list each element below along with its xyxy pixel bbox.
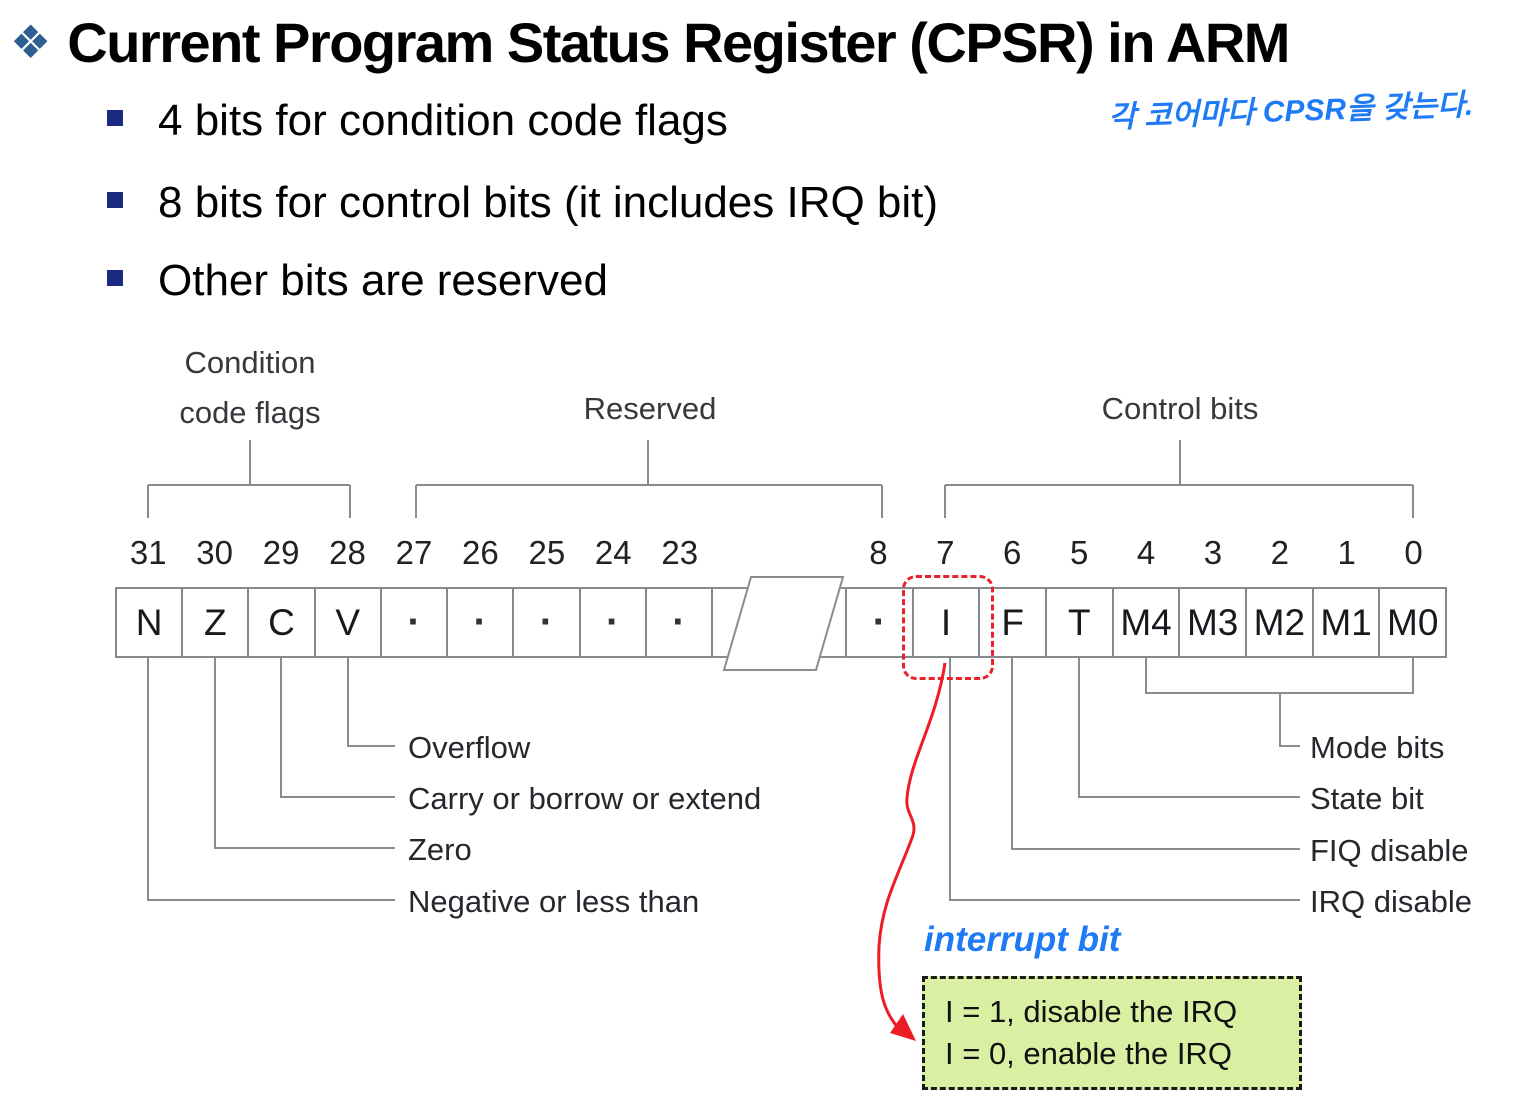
irq-callout-box: I = 1, disable the IRQ I = 0, enable the… [922,976,1302,1090]
label-reserved: Reserved [583,391,717,426]
label-mode-bits: Mode bits [1310,730,1445,765]
square-bullet-icon [107,110,123,126]
bit-number: 28 [329,534,366,571]
label-zero: Zero [408,832,472,867]
register-break-icon [722,576,845,671]
bit-number: 0 [1404,534,1423,571]
bit-number: 30 [196,534,234,571]
title-row: ❖ Current Program Status Register (CPSR)… [10,10,1525,74]
register-cell: · [512,587,581,658]
register-cell: Z [181,587,250,658]
square-bullet-icon [107,192,123,208]
bit-number: 5 [1069,534,1089,571]
bit-number: 4 [1136,534,1156,571]
bullet-item-1: 4 bits for condition code flags [107,96,728,146]
register-cell: · [578,587,647,658]
handwritten-core-note: 각 코어마다 CPSR을 갖는다. [1107,88,1474,135]
register-cell: M0 [1378,587,1448,658]
i-bit-highlight [902,575,994,680]
handwritten-interrupt-note: interrupt bit [924,920,1121,959]
register-cell: M1 [1311,587,1381,658]
bullet-item-3: Other bits are reserved [107,256,608,306]
register-cell: N [115,587,184,658]
bit-number: 3 [1203,534,1223,571]
page-title: Current Program Status Register (CPSR) i… [67,10,1290,74]
label-control-bits: Control bits [1101,391,1259,426]
register-cell: M2 [1245,587,1314,658]
register-cell: · [446,587,515,658]
label-overflow: Overflow [408,730,531,765]
label-fiq-disable: FIQ disable [1310,833,1469,868]
label-negative: Negative or less than [408,884,700,919]
bit-numbers-right: 8 7 6 5 4 3 2 1 0 [845,534,1447,571]
bit-number: 7 [936,534,955,571]
bullet-text: 8 bits for control bits (it includes IRQ… [158,178,939,227]
label-irq-disable: IRQ disable [1310,884,1472,919]
label-carry: Carry or borrow or extend [408,781,762,816]
bullet-item-2: 8 bits for control bits (it includes IRQ… [107,178,938,228]
bit-numbers-left: 31 30 29 28 27 26 25 24 23 [115,534,713,571]
bullet-text: Other bits are reserved [158,256,608,305]
bit-number: 26 [462,534,499,571]
register-cell: · [379,587,449,658]
label-state-bit: State bit [1310,781,1424,816]
bit-number: 2 [1270,534,1289,571]
label-condition-code-flags: Condition code flags [179,345,321,430]
bit-number: 31 [129,534,167,571]
register-cell: M4 [1111,587,1181,658]
register-cell: · [644,587,713,658]
irq-callout-line: I = 1, disable the IRQ [945,994,1238,1029]
irq-callout-line: I = 0, enable the IRQ [945,1036,1232,1071]
bit-number: 29 [262,534,300,571]
bit-number: 8 [869,534,888,571]
bullet-text: 4 bits for condition code flags [158,96,728,145]
square-bullet-icon [107,270,123,286]
bit-number: 23 [661,534,699,571]
bit-number: 24 [594,534,632,571]
diamond-bullet-icon: ❖ [10,16,52,68]
register-cell: V [313,587,382,658]
bit-number: 27 [395,534,433,571]
register-cell: M3 [1178,587,1248,658]
register-cell: T [1045,587,1114,658]
bit-number: 6 [1003,534,1022,571]
bit-number: 25 [528,534,566,571]
register-cell: C [247,587,316,658]
bit-number: 1 [1337,534,1356,571]
